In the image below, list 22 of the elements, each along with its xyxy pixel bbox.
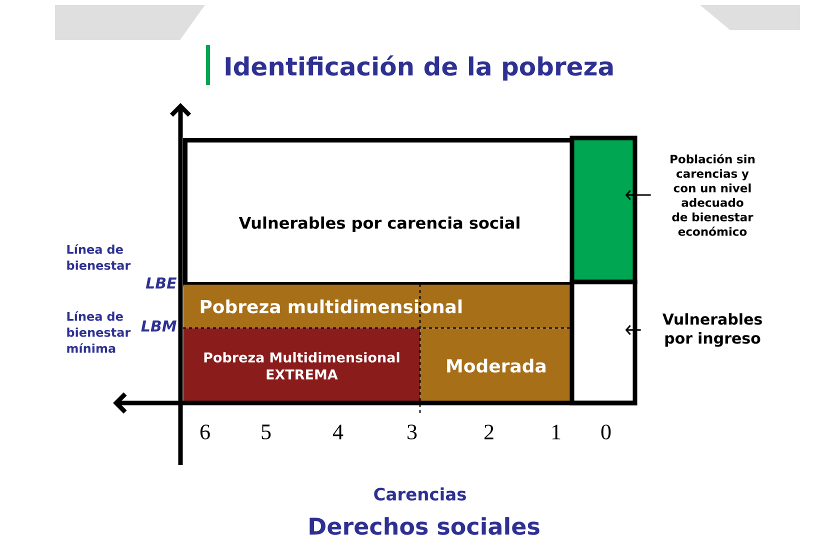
axis-label: Línea de bienestar: [67, 244, 131, 270]
arrow: [625, 324, 641, 336]
axis-title: Carencias: [374, 487, 466, 501]
tick-label: 1: [552, 424, 560, 440]
axis-label: Línea de bienestar mínima: [67, 311, 131, 353]
tick-label: 2: [484, 424, 494, 440]
line-marker: LBE: [146, 278, 177, 288]
region-box: Moderada: [420, 328, 572, 404]
region-box: Vulnerables por carencia social: [183, 138, 576, 286]
tick-label: 6: [200, 424, 210, 440]
callout-text: Población sin carencias y con un nivel adecuado de bienestar económico: [670, 154, 755, 236]
tick-label: 0: [601, 424, 611, 440]
tick-label: 5: [262, 424, 271, 440]
line-marker: LBM: [141, 320, 176, 332]
region-box: Pobreza Multidimensional EXTREMA: [183, 328, 420, 404]
region-band: Pobreza multidimensional: [183, 284, 572, 328]
axis-title: Derechos sociales: [310, 517, 540, 535]
tick-label: 3: [408, 424, 417, 440]
tick-label: 4: [332, 424, 344, 440]
arrow: [625, 190, 651, 200]
title: Identificación de la pobreza: [226, 55, 613, 81]
callout-text: Vulnerables por ingreso: [662, 313, 762, 347]
